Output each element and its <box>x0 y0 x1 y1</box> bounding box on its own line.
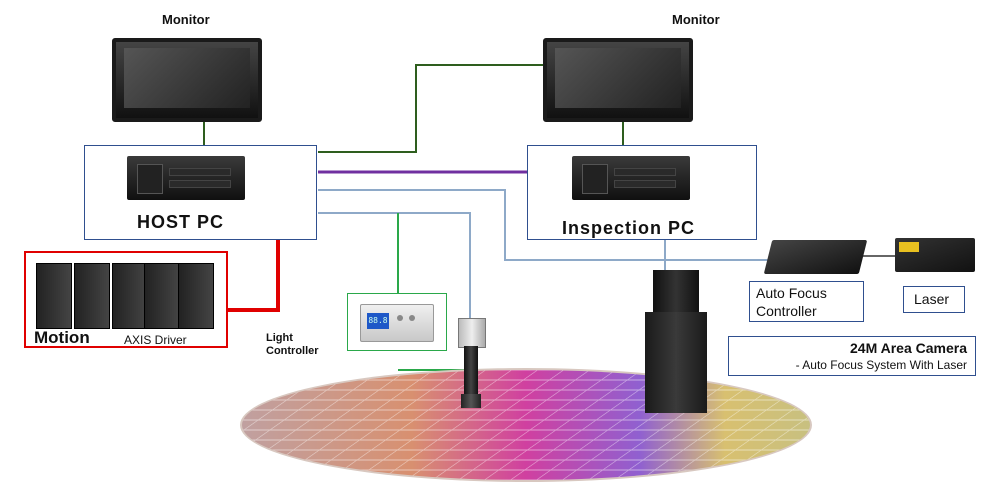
host-to-motion-link <box>228 240 280 312</box>
servo-driver-icon <box>36 263 72 329</box>
autofocus-controller-device-icon <box>763 240 868 274</box>
area-camera-label-box: 24M Area Camera - Auto Focus System With… <box>728 336 976 376</box>
laser-label: Laser <box>914 291 950 307</box>
host-pc-label: HOST PC <box>137 212 225 232</box>
small-camera-icon <box>458 318 486 410</box>
motion-driver-box: Motion AXIS Driver <box>24 251 228 348</box>
area-camera-title: 24M Area Camera <box>850 340 967 356</box>
servo-driver-icon <box>178 263 214 329</box>
host-to-small-camera-link <box>318 212 471 320</box>
light-controller-label-line2: Controller <box>266 345 319 357</box>
servo-driver-icon <box>144 263 180 329</box>
motion-subtitle: AXIS Driver <box>124 333 187 347</box>
inspection-pc-box: Inspection PC <box>527 145 757 240</box>
inspection-pc-label: Inspection PC <box>562 218 696 238</box>
laser-device-icon <box>895 238 975 272</box>
autofocus-controller-box: Auto Focus Controller <box>749 281 864 322</box>
area-camera-subtitle: - Auto Focus System With Laser <box>795 358 967 372</box>
light-controller-label-line1: Light <box>266 332 293 344</box>
autofocus-controller-label-line1: Auto Focus <box>756 285 827 301</box>
inspection-monitor-label: Monitor <box>672 12 720 27</box>
host-monitor-label: Monitor <box>162 12 210 27</box>
inspection-pc-server-icon <box>572 156 690 200</box>
host-pc-box: HOST PC <box>84 145 317 240</box>
motion-title: Motion <box>34 328 90 347</box>
light-controller-display: 88.8 <box>367 313 389 329</box>
host-pc-server-icon <box>127 156 245 200</box>
autofocus-controller-label-line2: Controller <box>756 303 817 319</box>
servo-driver-icon <box>112 263 148 329</box>
servo-driver-icon <box>74 263 110 329</box>
light-controller-box: 88.8 <box>347 293 447 351</box>
light-controller-device-icon: 88.8 <box>360 304 434 342</box>
host-monitor-icon <box>112 38 262 122</box>
laser-box: Laser <box>903 286 965 313</box>
host-to-inspection-monitor-link <box>318 64 543 153</box>
host-to-autofocus-link <box>318 189 770 261</box>
inspection-monitor-icon <box>543 38 693 122</box>
area-camera-icon <box>645 270 707 413</box>
